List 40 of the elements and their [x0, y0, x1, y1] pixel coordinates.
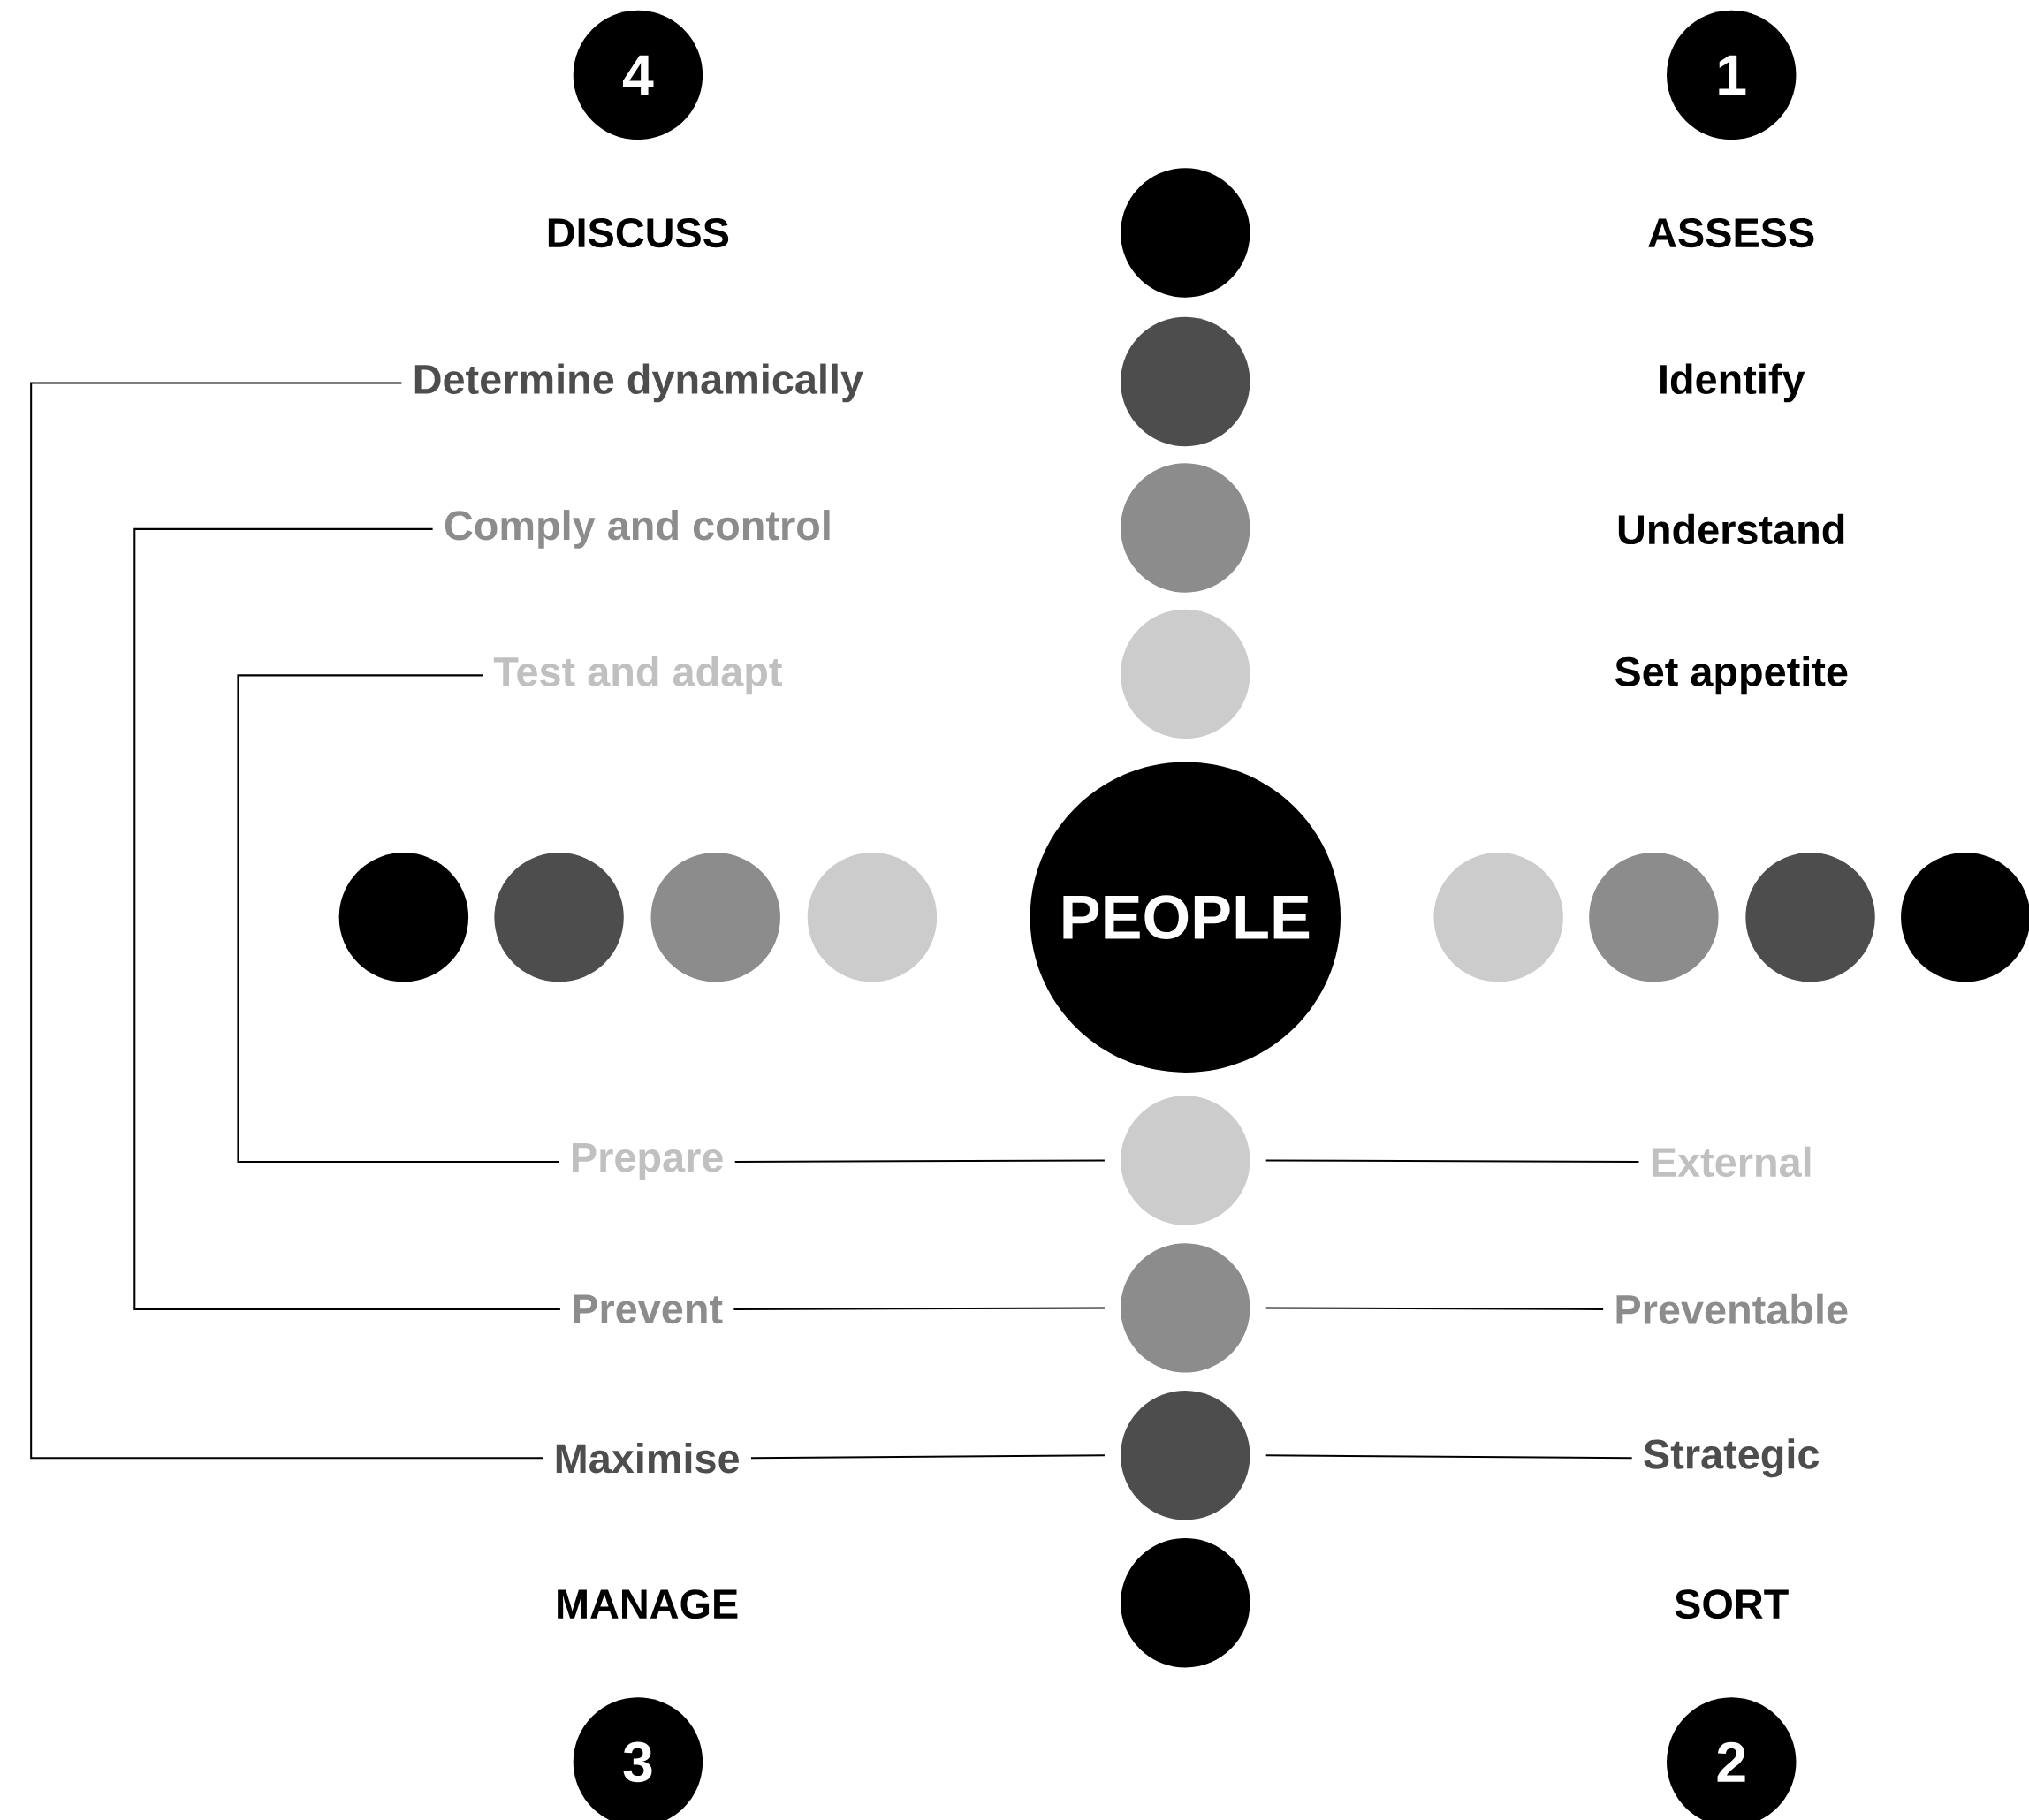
dot — [1589, 852, 1719, 982]
connector-line — [30, 382, 543, 1460]
dot — [1121, 609, 1250, 739]
dot — [1121, 1243, 1250, 1373]
connector-line — [1265, 1454, 1632, 1460]
item-label: Comply and control — [445, 509, 830, 549]
item-label: Maximise — [556, 1442, 739, 1474]
connector-line — [750, 1454, 1105, 1460]
dot — [338, 852, 469, 982]
item-label: External — [1652, 1146, 1811, 1178]
connector-line — [1265, 1159, 1639, 1163]
dot — [1433, 852, 1563, 982]
item-label: Preventable — [1616, 1293, 1848, 1324]
heading-label: SORT — [1675, 1589, 1789, 1619]
item-label: Prevent — [574, 1294, 723, 1324]
heading-label: MANAGE — [558, 1589, 738, 1619]
item-label: Strategic — [1644, 1438, 1820, 1478]
item-label: Determine dynamically — [414, 363, 863, 403]
dot — [1121, 463, 1250, 593]
dot — [1121, 1537, 1250, 1668]
heading-label: ASSESS — [1648, 217, 1814, 248]
heading-label: Understand — [1618, 513, 1844, 544]
connector-line — [1265, 1307, 1604, 1310]
connector-line — [237, 674, 559, 1163]
connector-line — [133, 527, 560, 1310]
dot — [650, 852, 780, 982]
dot — [807, 852, 938, 982]
item-label: Test and adapt — [493, 656, 782, 695]
dot — [1121, 316, 1250, 447]
connector-line — [733, 1307, 1105, 1310]
dot — [1745, 852, 1875, 982]
item-label: Prepare — [573, 1142, 723, 1180]
dot — [494, 852, 624, 982]
dot — [1121, 1096, 1250, 1225]
heading-label: DISCUSS — [548, 217, 729, 248]
connector-line — [734, 1159, 1105, 1163]
heading-label: Set appetite — [1615, 656, 1848, 695]
heading-label: Identify — [1660, 363, 1805, 403]
dot — [1121, 1391, 1250, 1520]
dot — [1121, 168, 1250, 298]
